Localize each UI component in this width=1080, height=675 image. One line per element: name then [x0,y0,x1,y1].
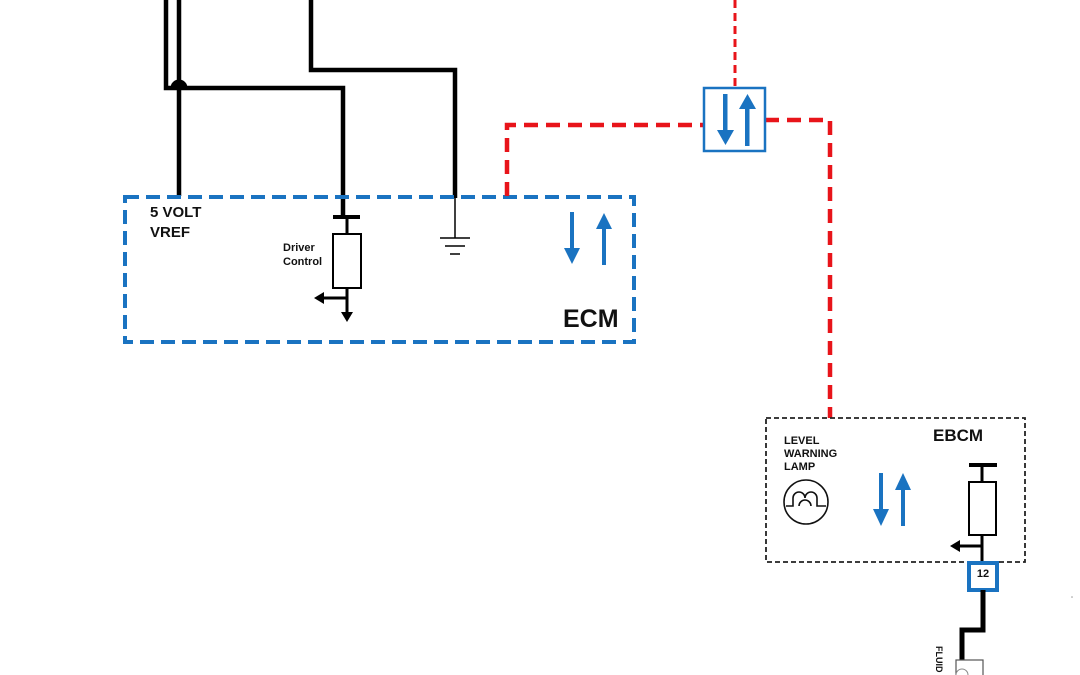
stray-mark [1071,596,1073,598]
ground-icon [440,196,470,255]
level-warning-lamp-label: LEVEL WARNING LAMP [784,435,838,473]
wire-crossing-hop [170,79,188,89]
fluid-sensor-icon [955,659,984,675]
ecm-module-border [123,195,636,344]
serial-data-ebcm [765,117,833,418]
driver-control-label: Driver Control [283,242,323,268]
wire-signal [163,0,346,217]
wire-ground [308,0,458,198]
gateway-icon [702,86,767,153]
ebcm-module-border [765,417,1026,563]
lamp-icon [783,479,829,525]
serial-data-ecm [504,122,704,196]
fluid-sensor-label: FLUID [934,646,944,673]
ecm-title: ECM [563,305,619,333]
ebcm-title: EBCM [933,426,984,445]
ecm-driver-icon [314,215,362,322]
ebcm-data-arrows-icon [873,473,911,526]
wire-sensor [959,590,986,660]
connector-pin-label: 12 [976,568,990,580]
ecm-data-arrows-icon [564,212,612,265]
vref-label: 5 VOLT VREF [150,204,202,241]
ebcm-driver-icon [950,463,997,562]
